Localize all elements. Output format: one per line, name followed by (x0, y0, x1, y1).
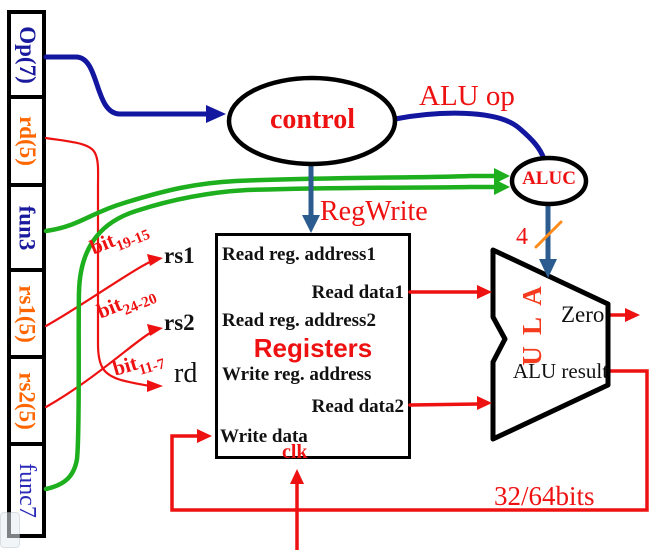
bit-sub: 19-15 (113, 226, 153, 255)
bus-width-slash (534, 220, 563, 249)
arrow-aluc-alu (539, 259, 557, 278)
bit-sub: 24-20 (120, 290, 160, 319)
arrow-func7-aluc (494, 179, 510, 195)
port-read-addr1: Read reg. address1 (222, 244, 376, 265)
alu-letter-l: L (516, 316, 547, 336)
field-label-fun3: fun3 (14, 205, 40, 250)
field-label-rd5: rd(5) (14, 116, 40, 166)
watermark (0, 512, 20, 548)
bit-sub: 11-7 (137, 355, 168, 379)
alu-shape (490, 247, 611, 442)
port-read-data2: Read data2 (311, 396, 404, 417)
wire-fun3-aluc (43, 173, 499, 234)
rd-target-label: rd (174, 358, 198, 389)
field-label-rs1: rs1(5) (14, 284, 40, 343)
arrow-rd (147, 380, 163, 392)
alu-result-label: ALU result (513, 359, 609, 383)
bit-24-20-label: bit24-20 (93, 279, 159, 329)
port-read-data1: Read data1 (311, 282, 404, 303)
arrow-clk (290, 469, 304, 484)
wire-op-control (43, 54, 213, 117)
bus-width-4-label: 4 (516, 224, 528, 250)
arrow-rs2 (147, 324, 163, 336)
alu-op-label: ALU op (419, 80, 515, 112)
zero-label: Zero (561, 302, 605, 327)
bit-11-7-label: bit11-7 (110, 343, 167, 386)
alu-letter-a: A (517, 286, 547, 306)
bit-base: bit (86, 227, 119, 260)
arrow-read-data2 (477, 396, 492, 410)
wire-control-aluc (392, 110, 547, 162)
field-label-func7: func7 (14, 462, 40, 518)
field-label-op7: Op(7) (14, 25, 40, 84)
registers-box: Read reg. address1 Read data1 Read reg. … (215, 233, 411, 463)
arrow-zero (625, 308, 640, 322)
arrow-fun3-aluc (494, 168, 510, 184)
control-label: control (269, 104, 356, 135)
field-label-rs2: rs2(5) (14, 371, 40, 430)
arrow-read-data1 (477, 285, 492, 299)
arrow-write-data (197, 429, 212, 443)
field-box-rs2: rs2(5) (7, 355, 46, 446)
wire-read-data2 (408, 402, 481, 407)
bit-base: bit (109, 350, 141, 381)
registers-title: Registers (253, 333, 373, 363)
alu-label: A L U (516, 283, 548, 369)
bus-width-label: 32/64bits (494, 481, 595, 511)
field-box-fun3: fun3 (7, 183, 46, 272)
port-write-addr: Write reg. address (222, 364, 372, 385)
arrow-into-control (206, 105, 226, 123)
clk-label: clk (282, 441, 308, 463)
field-box-op7: Op(7) (7, 10, 46, 99)
arrow-regwrite (302, 215, 320, 233)
rs2-target-label: rs2 (164, 310, 195, 335)
regwrite-label: RegWrite (320, 196, 428, 227)
rs1-target-label: rs1 (164, 243, 195, 268)
field-box-rd5: rd(5) (7, 95, 46, 187)
bit-base: bit (93, 291, 126, 324)
field-box-rs1: rs1(5) (7, 268, 46, 359)
arrow-rs1 (147, 254, 163, 266)
aluc-label: ALUC (522, 168, 576, 189)
port-read-addr2: Read reg. address2 (222, 310, 376, 331)
bit-19-15-label: bit19-15 (86, 215, 152, 265)
